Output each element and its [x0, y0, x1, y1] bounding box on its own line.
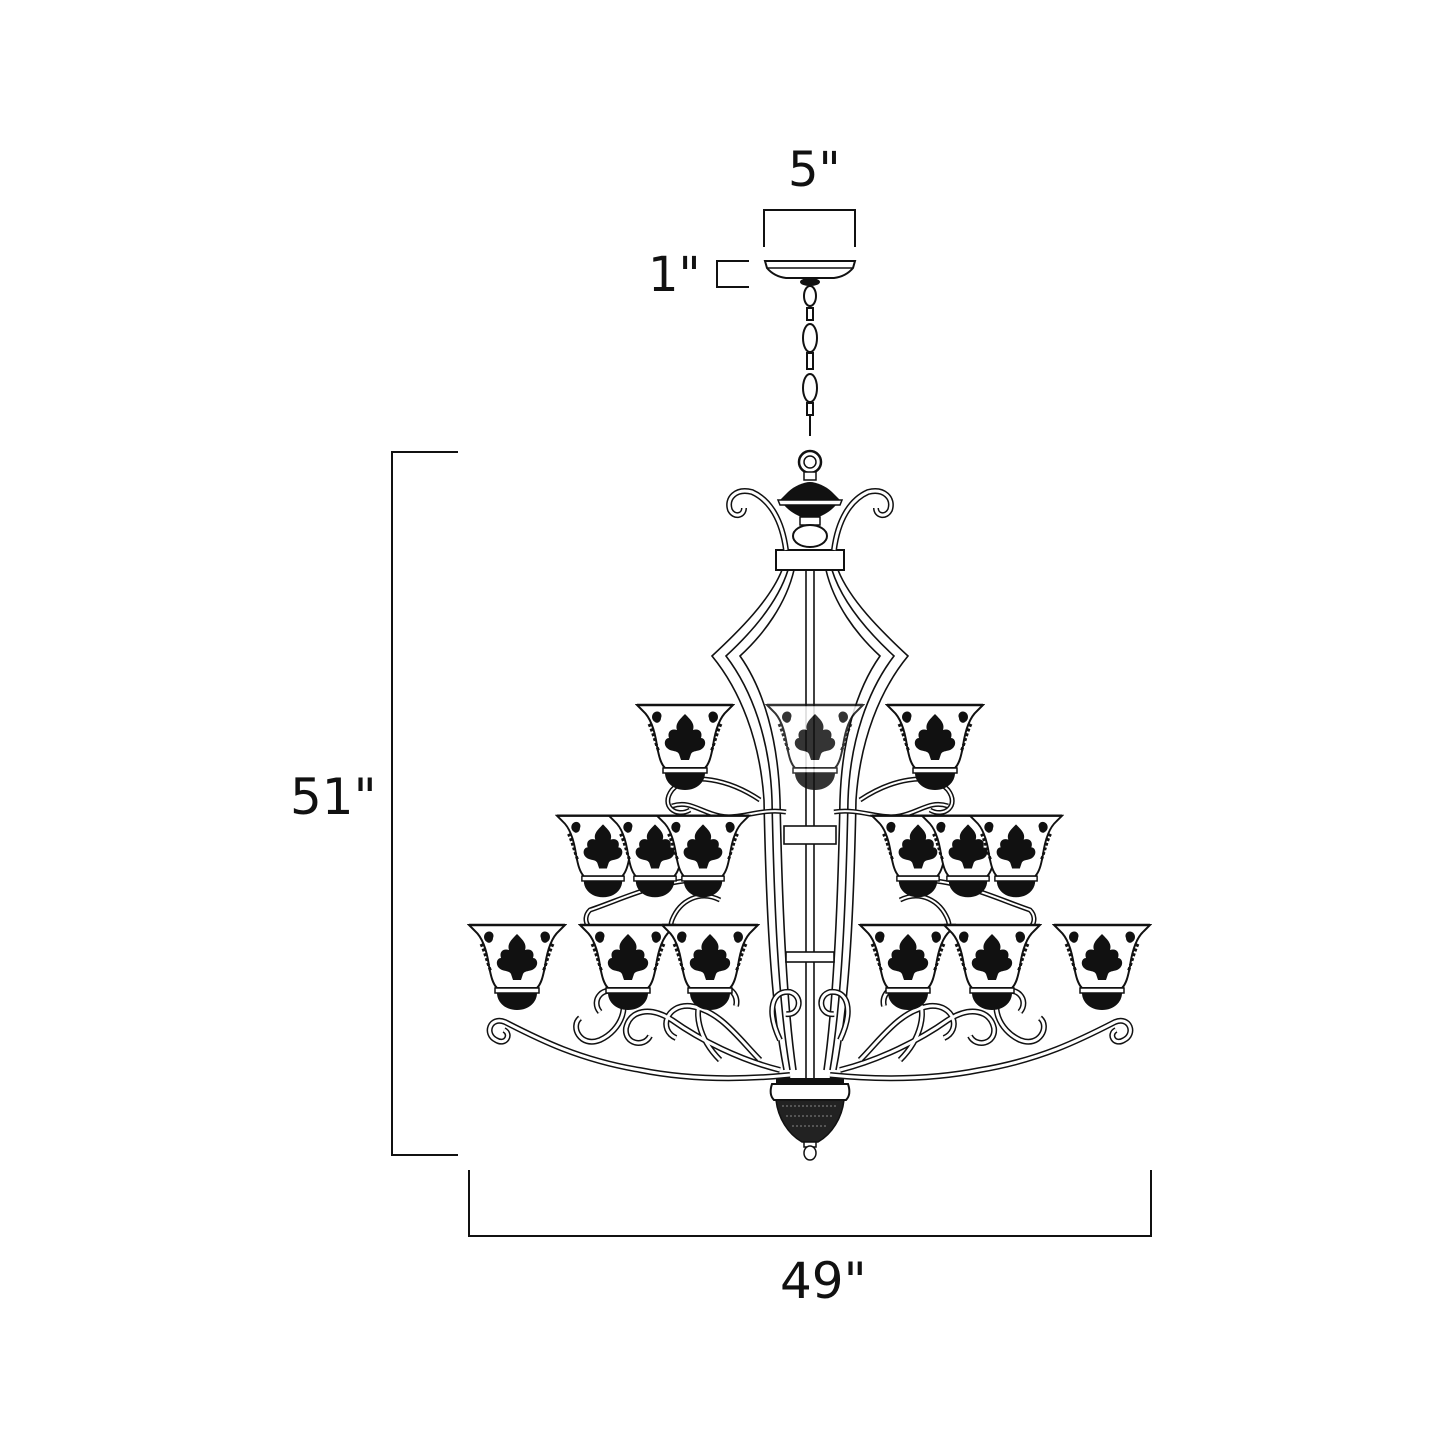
fixture-width-label: 49": [780, 1252, 867, 1310]
shade: [635, 703, 735, 792]
canopy-width-label: 5": [788, 142, 841, 198]
chain: [802, 285, 818, 436]
canopy-height-label: 1": [648, 247, 701, 303]
shade: [885, 703, 985, 792]
canopy-height-dimension-line: [716, 260, 749, 288]
top-finial: [726, 449, 894, 571]
shade: [1052, 923, 1152, 1012]
shade: [467, 923, 567, 1012]
shade: [942, 923, 1042, 1012]
top-tier-shades: [635, 703, 985, 792]
bottom-tier-arms: [486, 983, 1134, 1082]
shade: [660, 923, 760, 1012]
canopy: [763, 260, 857, 286]
shade: [578, 923, 678, 1012]
fixture-height-label: 51": [290, 768, 377, 826]
canopy-width-dimension-line: [763, 209, 856, 247]
bottom-tier-shades: [467, 923, 1152, 1012]
width-dimension-line: [468, 1170, 1152, 1237]
center-body: [710, 569, 910, 1080]
height-dimension-line: [391, 451, 458, 1156]
shade: [858, 923, 958, 1012]
bottom-finial: [769, 1078, 851, 1161]
shade: [765, 703, 865, 792]
